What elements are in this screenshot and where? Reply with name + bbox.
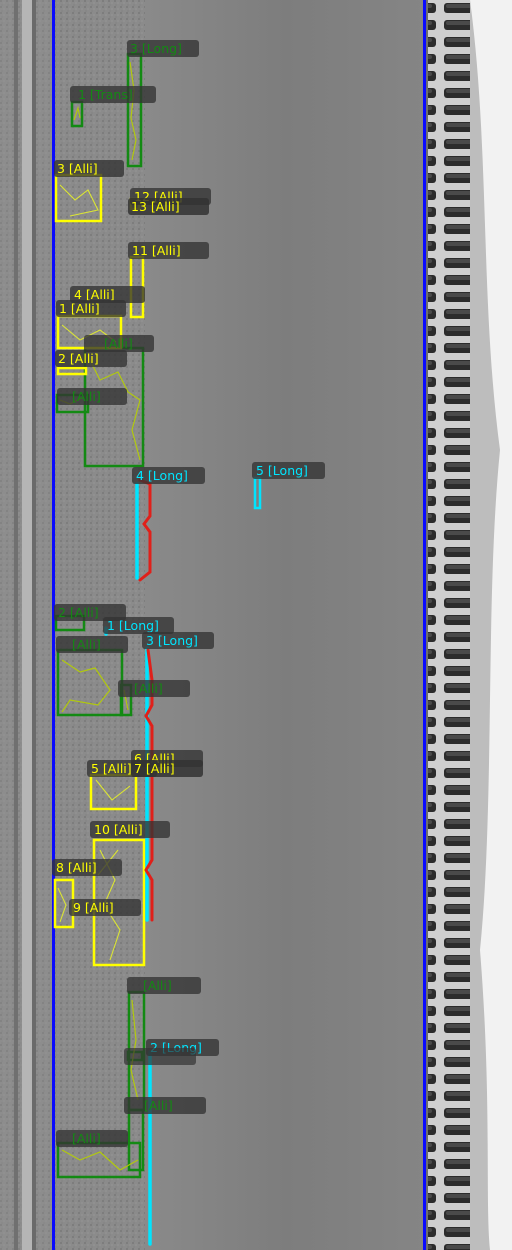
label-yellow-alli-2[interactable]: 2 [Alli]	[55, 350, 127, 367]
label-text: 3 [Long]	[130, 41, 182, 56]
label-text: 5 [Long]	[256, 463, 308, 478]
label-green-trans-1[interactable]: 1 [Trans]	[70, 86, 156, 103]
label-green-alli-g[interactable]: [Alli]	[124, 1097, 206, 1114]
label-text: 2 [Alli]	[58, 351, 99, 366]
label-text: 2 [Alli]	[58, 605, 99, 620]
lane-line-left	[52, 0, 55, 1250]
label-yellow-alli-7[interactable]: 7 [Alli]	[131, 760, 203, 777]
label-text: 3 [Alli]	[57, 161, 98, 176]
label-yellow-alli-4[interactable]: 4 [Alli]	[70, 286, 145, 303]
label-text: 1 [Trans]	[78, 87, 133, 102]
label-text: [Alli]	[104, 336, 133, 351]
label-green-alli-e[interactable]: [Alli]	[118, 680, 190, 697]
lane-line-right	[423, 0, 426, 1250]
label-yellow-alli-13[interactable]: 13 [Alli]	[128, 198, 209, 215]
label-green-alli-h[interactable]: [Alli]	[56, 1130, 128, 1147]
label-cyan-long-3[interactable]: 3 [Long]	[142, 632, 214, 649]
annotation-labels: 3 [Long] 1 [Trans] 3 [Alli] 12 [Alli] 13…	[52, 40, 325, 1147]
label-text: [Alli]	[134, 681, 163, 696]
label-text: 11 [Alli]	[132, 243, 181, 258]
label-yellow-alli-8[interactable]: 8 [Alli]	[52, 859, 122, 876]
label-text: [Alli]	[72, 389, 101, 404]
label-text: 9 [Alli]	[73, 900, 114, 915]
label-text: 1 [Alli]	[59, 301, 100, 316]
label-text: 8 [Alli]	[56, 860, 97, 875]
label-cyan-long-4[interactable]: 4 [Long]	[132, 467, 205, 484]
label-yellow-alli-11[interactable]: 11 [Alli]	[128, 242, 209, 259]
label-text: 3 [Long]	[146, 633, 198, 648]
label-green-alli-d[interactable]: [Alli]	[56, 636, 128, 653]
label-yellow-alli-1[interactable]: 1 [Alli]	[56, 300, 126, 317]
label-text: [Alli]	[72, 637, 101, 652]
label-green-alli-f[interactable]: [Alli]	[127, 977, 201, 994]
label-text: 5 [Alli]	[91, 761, 132, 776]
label-green-alli-c[interactable]: 2 [Alli]	[54, 604, 126, 621]
label-text: 7 [Alli]	[134, 761, 175, 776]
label-text: 4 [Long]	[136, 468, 188, 483]
label-background	[124, 1048, 196, 1065]
label-green-alli-a[interactable]: [Alli]	[84, 335, 154, 352]
label-cyan-long-1[interactable]: 1 [Long]	[103, 617, 174, 634]
label-green-alli-b[interactable]: [Alli]	[57, 388, 127, 405]
label-text: [Alli]	[72, 1131, 101, 1146]
label-cyan-long-5[interactable]: 5 [Long]	[252, 462, 325, 479]
label-text: [Alli]	[143, 978, 172, 993]
label-text: 4 [Alli]	[74, 287, 115, 302]
label-text: 13 [Alli]	[131, 199, 180, 214]
label-yellow-alli-3[interactable]: 3 [Alli]	[54, 160, 124, 177]
label-yellow-alli-10[interactable]: 10 [Alli]	[90, 821, 170, 838]
label-text: [Alli]	[144, 1098, 173, 1113]
label-text: 10 [Alli]	[94, 822, 143, 837]
label-text: 1 [Long]	[107, 618, 159, 633]
label-yellow-alli-9[interactable]: 9 [Alli]	[69, 899, 141, 916]
label-green-long-3[interactable]: 3 [Long]	[127, 40, 199, 57]
